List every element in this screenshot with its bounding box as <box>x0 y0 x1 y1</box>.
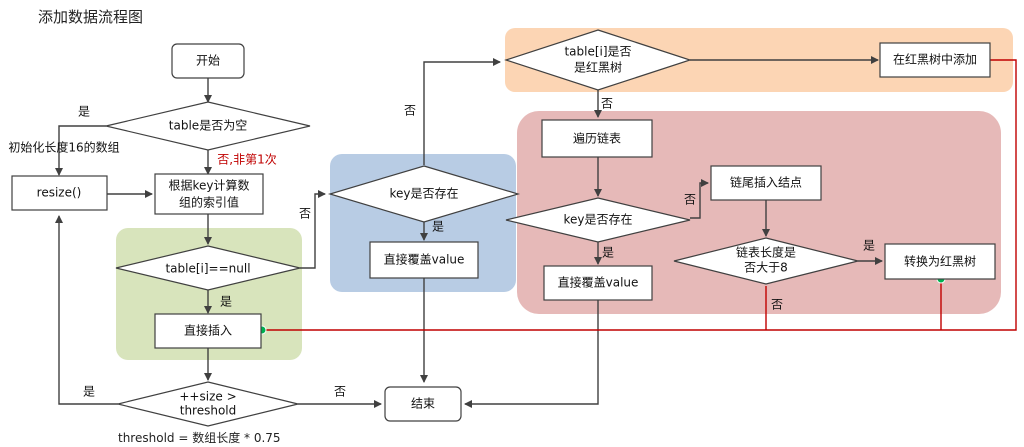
edge-label-no-len: 否 <box>771 298 783 312</box>
edge-label-yes-to-tree: 是 <box>863 239 875 253</box>
size-threshold-label-line2: threshold <box>180 404 237 418</box>
overwrite-value-label-2: 直接覆盖value <box>558 275 639 290</box>
add-to-tree-label: 在红黑树中添加 <box>893 52 977 67</box>
add-to-tree-node <box>879 42 991 78</box>
key-exists-label-1: key是否存在 <box>389 187 458 201</box>
key-exists-decision-2 <box>505 197 691 243</box>
size-threshold-decision <box>117 381 299 427</box>
edge-label-yes-overwrite-1: 是 <box>432 220 444 234</box>
edge-label-no-key-check: 否 <box>299 207 311 221</box>
tail-insert-node <box>710 165 822 201</box>
table-i-null-label: table[i]==null <box>165 262 250 276</box>
edge-label-yes-overwrite-2: 是 <box>602 246 614 260</box>
edge-overwrite2-to-end <box>464 300 599 408</box>
edge-red-tree-add <box>262 59 1017 331</box>
overwrite-value-node-2 <box>543 265 653 301</box>
table-empty-label: table是否为空 <box>169 119 247 133</box>
list-length-label-line1: 链表长度是 <box>736 245 796 260</box>
convert-to-tree-node <box>884 243 996 280</box>
edge-label-no-traverse: 否 <box>601 97 613 111</box>
traverse-list-node <box>541 119 653 158</box>
threshold-note: threshold = 数组长度 * 0.75 <box>118 430 281 445</box>
table-empty-decision <box>105 101 311 151</box>
diagram-title: 添加数据流程图 <box>38 8 143 26</box>
tail-insert-label: 链尾插入结点 <box>730 175 802 190</box>
edge-label-no-tree-check: 否 <box>404 104 416 118</box>
resize-label: resize() <box>37 186 82 200</box>
end-node <box>384 386 462 422</box>
edge-key-no-to-tree-check <box>423 58 501 165</box>
size-threshold-label-line1: ++size > <box>179 390 236 404</box>
edge-label-yes-empty: 是 <box>78 105 90 119</box>
list-length-decision <box>673 237 859 285</box>
edge-key2-no-to-tail <box>690 179 709 219</box>
edge-label-yes-insert: 是 <box>220 295 232 309</box>
compute-index-label-line1: 根据key计算数 <box>168 178 249 193</box>
edge-label-no-tail: 否 <box>684 193 696 207</box>
insert-direct-label: 直接插入 <box>184 323 232 338</box>
is-tree-label-line1: table[i]是否 <box>564 45 631 59</box>
edge-empty-yes-to-resize <box>55 125 106 176</box>
start-label: 开始 <box>196 54 220 68</box>
table-i-null-decision <box>115 245 301 291</box>
edge-label-no-end: 否 <box>334 385 346 399</box>
key-exists-decision-1 <box>327 165 521 223</box>
traverse-list-label: 遍历链表 <box>573 131 621 146</box>
is-tree-label-line2: 是红黑树 <box>574 60 622 75</box>
end-label: 结束 <box>411 397 435 411</box>
compute-index-node <box>154 173 264 215</box>
resize-node <box>11 175 108 211</box>
list-length-label-line2: 否大于8 <box>744 261 788 275</box>
edge-label-init-array: 初始化长度16的数组 <box>8 140 119 155</box>
edge-label-yes-resize: 是 <box>83 385 95 399</box>
insert-direct-node <box>154 313 262 349</box>
overwrite-value-label-1: 直接覆盖value <box>384 252 465 267</box>
overwrite-value-node-1 <box>369 241 479 279</box>
compute-index-label-line2: 组的索引值 <box>179 195 239 210</box>
key-exists-label-2: key是否存在 <box>563 213 632 227</box>
is-tree-decision <box>504 29 692 91</box>
edge-label-not-first: 否,非第1次 <box>217 153 276 167</box>
edge-size-yes-to-resize <box>55 215 118 405</box>
convert-to-tree-label: 转换为红黑树 <box>904 254 976 269</box>
edge-null-no-to-key <box>300 190 326 269</box>
start-node <box>171 43 245 79</box>
